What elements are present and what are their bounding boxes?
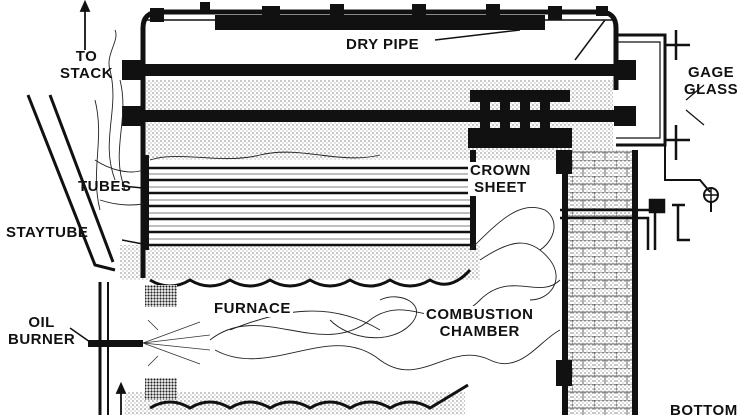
tube-sheets <box>143 150 476 250</box>
stack-arrows <box>79 0 127 415</box>
burner-spray <box>142 319 211 367</box>
gage-glass-assembly <box>574 19 719 212</box>
gage-glass-line-1: GAGE <box>688 64 735 81</box>
gage-glass-line-2: GLASS <box>684 81 739 98</box>
gage-glass-label: GAGE GLASS <box>684 64 738 98</box>
bottom-label: BOTTOM <box>668 402 740 419</box>
to-stack-line-2: STACK <box>60 65 114 82</box>
combustion-chamber-line-1: COMBUSTION <box>426 306 534 323</box>
tubes-label: TUBES <box>78 178 132 195</box>
to-stack-label: TO STACK <box>60 48 113 82</box>
oil-burner-label: OIL BURNER <box>8 314 75 348</box>
crown-sheet-girders <box>468 90 572 148</box>
crown-sheet-line-1: CROWN <box>470 162 531 179</box>
oil-burner-line-1: OIL <box>28 314 55 331</box>
combustion-chamber-label: COMBUSTION CHAMBER <box>424 306 536 340</box>
dry-pipe-label: DRY PIPE <box>346 36 420 53</box>
furnace-door-lower <box>145 378 177 400</box>
dry-pipe <box>215 15 545 30</box>
tube-bank <box>143 160 473 247</box>
to-stack-line-1: TO <box>75 48 98 65</box>
combustion-chamber-line-2: CHAMBER <box>439 323 520 340</box>
furnace-door-upper <box>145 285 177 307</box>
gas-flow-lines <box>94 29 561 371</box>
oil-burner <box>69 327 143 347</box>
stack-duct <box>26 94 116 415</box>
oil-burner-line-2: BURNER <box>8 331 76 348</box>
combustion-chamber-wall <box>556 150 638 415</box>
crown-sheet-line-2: SHEET <box>474 179 527 196</box>
lower-water-space <box>120 245 480 280</box>
crown-sheet-label: CROWN SHEET <box>468 162 533 196</box>
dry-pipe-leader <box>434 29 521 41</box>
staytube-label: STAYTUBE <box>6 224 89 241</box>
furnace-label: FURNACE <box>212 300 293 317</box>
corrugated-furnace <box>149 268 472 410</box>
water-column-piping <box>560 198 690 250</box>
